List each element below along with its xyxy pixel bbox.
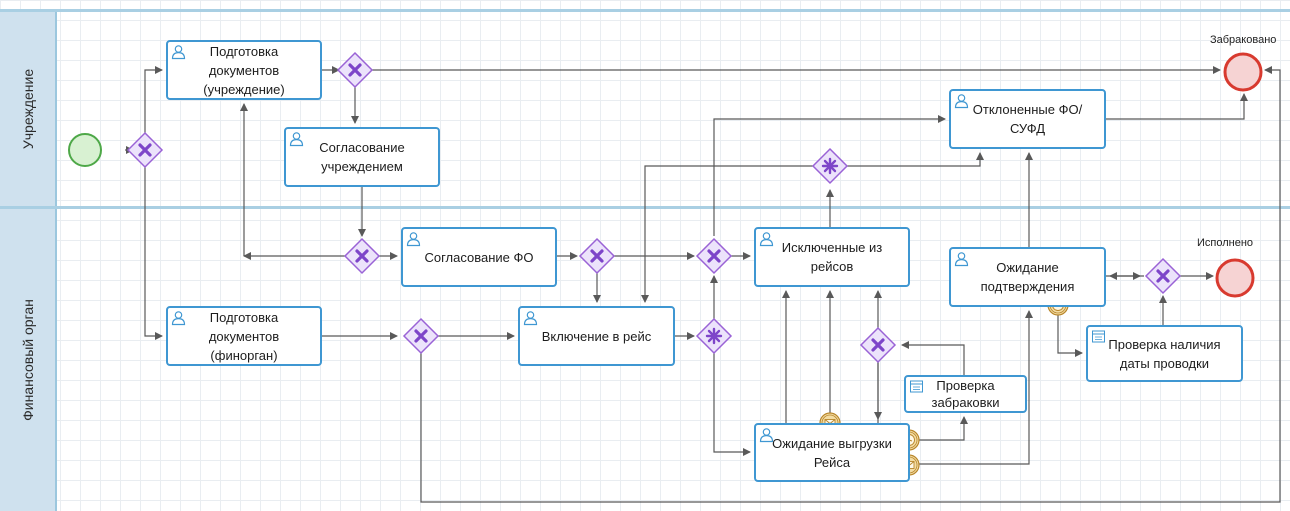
task-label: Ожидание выгрузки Рейса: [772, 435, 892, 470]
sequence-flow[interactable]: [420, 66, 1281, 503]
user-icon: [954, 251, 970, 267]
task-label: Отклоненные ФО/ СУФД: [972, 102, 1083, 136]
sequence-flow[interactable]: [916, 416, 968, 441]
x-mark-icon: [707, 249, 721, 263]
task-label: Проверка наличия даты проводки: [1108, 336, 1221, 371]
end-event-zabrakovano[interactable]: [1223, 52, 1263, 92]
script-icon: [1091, 329, 1107, 345]
task-proverka-zabrakovki[interactable]: Проверка забраковки: [904, 375, 1027, 413]
sequence-flow[interactable]: [901, 341, 965, 375]
task-ozhidanie-podtverzhdeniya[interactable]: Ожидание подтверждения: [949, 247, 1106, 307]
task-label: Согласование ФО: [424, 249, 534, 265]
x-mark-icon: [871, 338, 885, 352]
task-label: Согласование учреждением: [319, 140, 405, 174]
sequence-flow[interactable]: [144, 66, 163, 134]
script-icon: [909, 379, 925, 395]
x-mark-icon: [355, 249, 369, 263]
user-icon: [523, 310, 539, 326]
task-label: Включение в рейс: [541, 328, 652, 344]
task-proverka-nalichiya-daty-provodki[interactable]: Проверка наличия даты проводки: [1086, 325, 1243, 382]
sequence-flow[interactable]: [713, 352, 751, 456]
x-mark-icon: [414, 329, 428, 343]
exclusive-gateway[interactable]: [695, 237, 733, 275]
start-event[interactable]: [68, 133, 102, 167]
task-podgotovka-finorgan[interactable]: Подготовка документов (финорган): [166, 306, 322, 366]
task-podgotovka-uchrezhdenie[interactable]: Подготовка документов (учреждение): [166, 40, 322, 100]
task-label: Ожидание подтверждения: [980, 260, 1075, 294]
x-mark-icon: [138, 143, 152, 157]
exclusive-gateway[interactable]: [336, 51, 374, 89]
sequence-flow[interactable]: [144, 166, 163, 340]
task-label: Подготовка документов (учреждение): [203, 43, 285, 97]
sequence-flow[interactable]: [1057, 305, 1083, 357]
asterisk-icon: [705, 327, 723, 345]
user-icon: [759, 427, 775, 443]
exclusive-gateway[interactable]: [126, 131, 164, 169]
sequence-flow[interactable]: [713, 115, 946, 236]
task-otklonennye-fo-sufd[interactable]: Отклоненные ФО/ СУФД: [949, 89, 1106, 149]
user-icon: [406, 231, 422, 247]
user-icon: [289, 131, 305, 147]
task-label: Проверка забраковки: [931, 378, 1000, 410]
complex-gateway[interactable]: [811, 147, 849, 185]
end-event-label-ispolneno: Исполнено: [1197, 237, 1254, 249]
exclusive-gateway[interactable]: [402, 317, 440, 355]
asterisk-icon: [821, 157, 839, 175]
task-label: Подготовка документов (финорган): [208, 309, 280, 363]
user-icon: [171, 310, 187, 326]
task-vklyuchenie-v-reys[interactable]: Включение в рейс: [518, 306, 675, 366]
task-label: Исключенные из рейсов: [781, 240, 883, 274]
sequence-flow[interactable]: [1106, 93, 1248, 120]
x-mark-icon: [1156, 269, 1170, 283]
end-event-label-zabrakovano: Забраковано: [1210, 34, 1277, 46]
complex-gateway[interactable]: [695, 317, 733, 355]
pool-top-border: [0, 9, 1290, 12]
exclusive-gateway[interactable]: [578, 237, 616, 275]
task-soglasovanie-uchrezhdeniem[interactable]: Согласование учреждением: [284, 127, 440, 187]
task-isklyuchennye-iz-reysov[interactable]: Исключенные из рейсов: [754, 227, 910, 287]
exclusive-gateway[interactable]: [859, 326, 897, 364]
x-mark-icon: [348, 63, 362, 77]
lane-header-uchrezhdenie[interactable]: Учреждение: [0, 10, 57, 207]
user-icon: [171, 44, 187, 60]
sequence-flow[interactable]: [641, 165, 814, 303]
user-icon: [759, 231, 775, 247]
x-mark-icon: [590, 249, 604, 263]
end-event-ispolneno[interactable]: [1215, 258, 1255, 298]
lane-header-finorgan[interactable]: Финансовый орган: [0, 209, 57, 511]
sequence-flow[interactable]: [916, 310, 1033, 465]
task-ozhidanie-vygruzki-reysa[interactable]: Ожидание выгрузки Рейса: [754, 423, 910, 482]
exclusive-gateway[interactable]: [343, 237, 381, 275]
sequence-flow[interactable]: [846, 152, 984, 167]
exclusive-gateway[interactable]: [1144, 257, 1182, 295]
user-icon: [954, 93, 970, 109]
task-soglasovanie-fo[interactable]: Согласование ФО: [401, 227, 557, 287]
